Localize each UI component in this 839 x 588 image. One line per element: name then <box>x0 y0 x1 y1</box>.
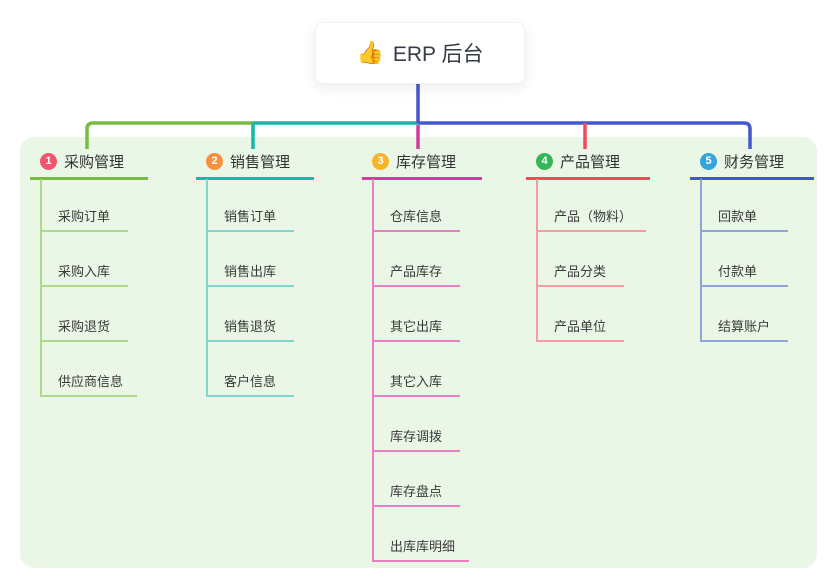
branch-title-label: 采购管理 <box>64 153 125 171</box>
mindmap-node[interactable]: 结算账户 <box>700 318 788 342</box>
badge-3-icon: 3 <box>372 152 389 170</box>
mindmap-node[interactable]: 其它入库 <box>372 373 460 397</box>
mindmap-node[interactable]: 付款单 <box>700 263 788 287</box>
branch-title-label: 销售管理 <box>230 153 291 171</box>
branch-title-label: 财务管理 <box>724 153 785 171</box>
branch-title[interactable]: 1 采购管理 <box>30 148 148 174</box>
branch-title[interactable]: 2 销售管理 <box>196 148 314 174</box>
thumbs-up-icon: 👍 <box>356 40 384 65</box>
mindmap-node[interactable]: 产品单位 <box>536 318 624 342</box>
mindmap-node[interactable]: 产品分类 <box>536 263 624 287</box>
mindmap-node[interactable]: 销售退货 <box>206 318 294 342</box>
badge-5-icon: 5 <box>700 152 717 170</box>
mindmap-node[interactable]: 产品（物料） <box>536 208 647 232</box>
mindmap-node[interactable]: 回款单 <box>700 208 788 232</box>
mindmap-node[interactable]: 库存调拨 <box>372 428 460 452</box>
mindmap-node[interactable]: 销售出库 <box>206 263 294 287</box>
branch-title-label: 产品管理 <box>560 153 621 171</box>
child-spine <box>206 179 208 397</box>
mindmap-node[interactable]: 库存盘点 <box>372 483 460 507</box>
badge-1-icon: 1 <box>40 152 57 170</box>
branch-underline <box>30 177 148 180</box>
mindmap-node[interactable]: 销售订单 <box>206 208 294 232</box>
branch-title-label: 库存管理 <box>396 153 457 171</box>
mindmap-node[interactable]: 产品库存 <box>372 263 460 287</box>
mindmap-node[interactable]: 采购入库 <box>40 263 128 287</box>
branch-title[interactable]: 4 产品管理 <box>526 148 650 174</box>
mindmap-node[interactable]: 其它出库 <box>372 318 460 342</box>
branch-title[interactable]: 3 库存管理 <box>362 148 482 174</box>
mindmap-node[interactable]: 仓库信息 <box>372 208 460 232</box>
mindmap-node[interactable]: 采购订单 <box>40 208 128 232</box>
child-spine <box>536 179 538 342</box>
branch-underline <box>690 177 814 180</box>
branch-underline <box>196 177 314 180</box>
mindmap-node[interactable]: 采购退货 <box>40 318 128 342</box>
branch-underline <box>362 177 482 180</box>
mindmap-node[interactable]: 供应商信息 <box>40 373 138 397</box>
child-spine <box>372 179 374 562</box>
root-node[interactable]: 👍 ERP 后台 <box>315 22 525 84</box>
mindmap-node[interactable]: 出库库明细 <box>372 538 470 562</box>
branch-title[interactable]: 5 财务管理 <box>690 148 814 174</box>
badge-2-icon: 2 <box>206 152 223 170</box>
mindmap-node[interactable]: 客户信息 <box>206 373 294 397</box>
child-spine <box>700 179 702 342</box>
badge-4-icon: 4 <box>536 152 553 170</box>
root-title: ERP 后台 <box>392 43 484 66</box>
branches-panel <box>20 137 817 568</box>
child-spine <box>40 179 42 397</box>
branch-underline <box>526 177 650 180</box>
